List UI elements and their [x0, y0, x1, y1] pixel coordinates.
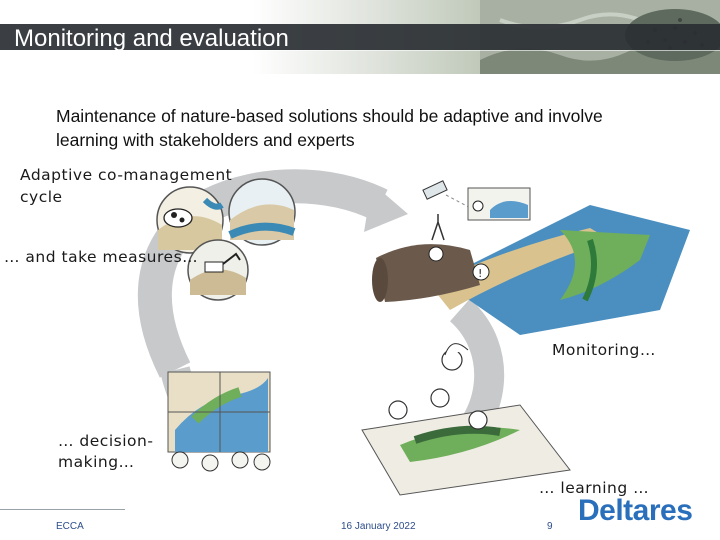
- scene-circle-coast: [229, 179, 295, 245]
- stakeholder-table: [362, 344, 570, 495]
- survey-tripod: [432, 214, 444, 240]
- page-number: 9: [547, 521, 553, 532]
- deltares-logo: Deltares: [578, 494, 692, 528]
- slide-title: Monitoring and evaluation: [14, 25, 289, 53]
- scene-panel-experts: [468, 188, 530, 220]
- footer-left-text: ECCA: [56, 521, 84, 532]
- footer-divider: [0, 509, 125, 510]
- intro-text: Maintenance of nature-based solutions sh…: [56, 104, 656, 152]
- stage-label-measures: … and take measures…: [4, 248, 198, 266]
- svg-text:!: !: [478, 267, 482, 280]
- coastal-landscape: !: [372, 205, 690, 335]
- stage-label-decision: … decision- making…: [58, 431, 153, 473]
- cycle-label: Adaptive co-management cycle: [20, 164, 232, 208]
- footer-date: 16 January 2022: [341, 521, 416, 532]
- header-banner: Monitoring and evaluation: [0, 0, 720, 74]
- stage-label-monitoring: Monitoring…: [552, 341, 656, 359]
- puzzle-map: [168, 372, 270, 471]
